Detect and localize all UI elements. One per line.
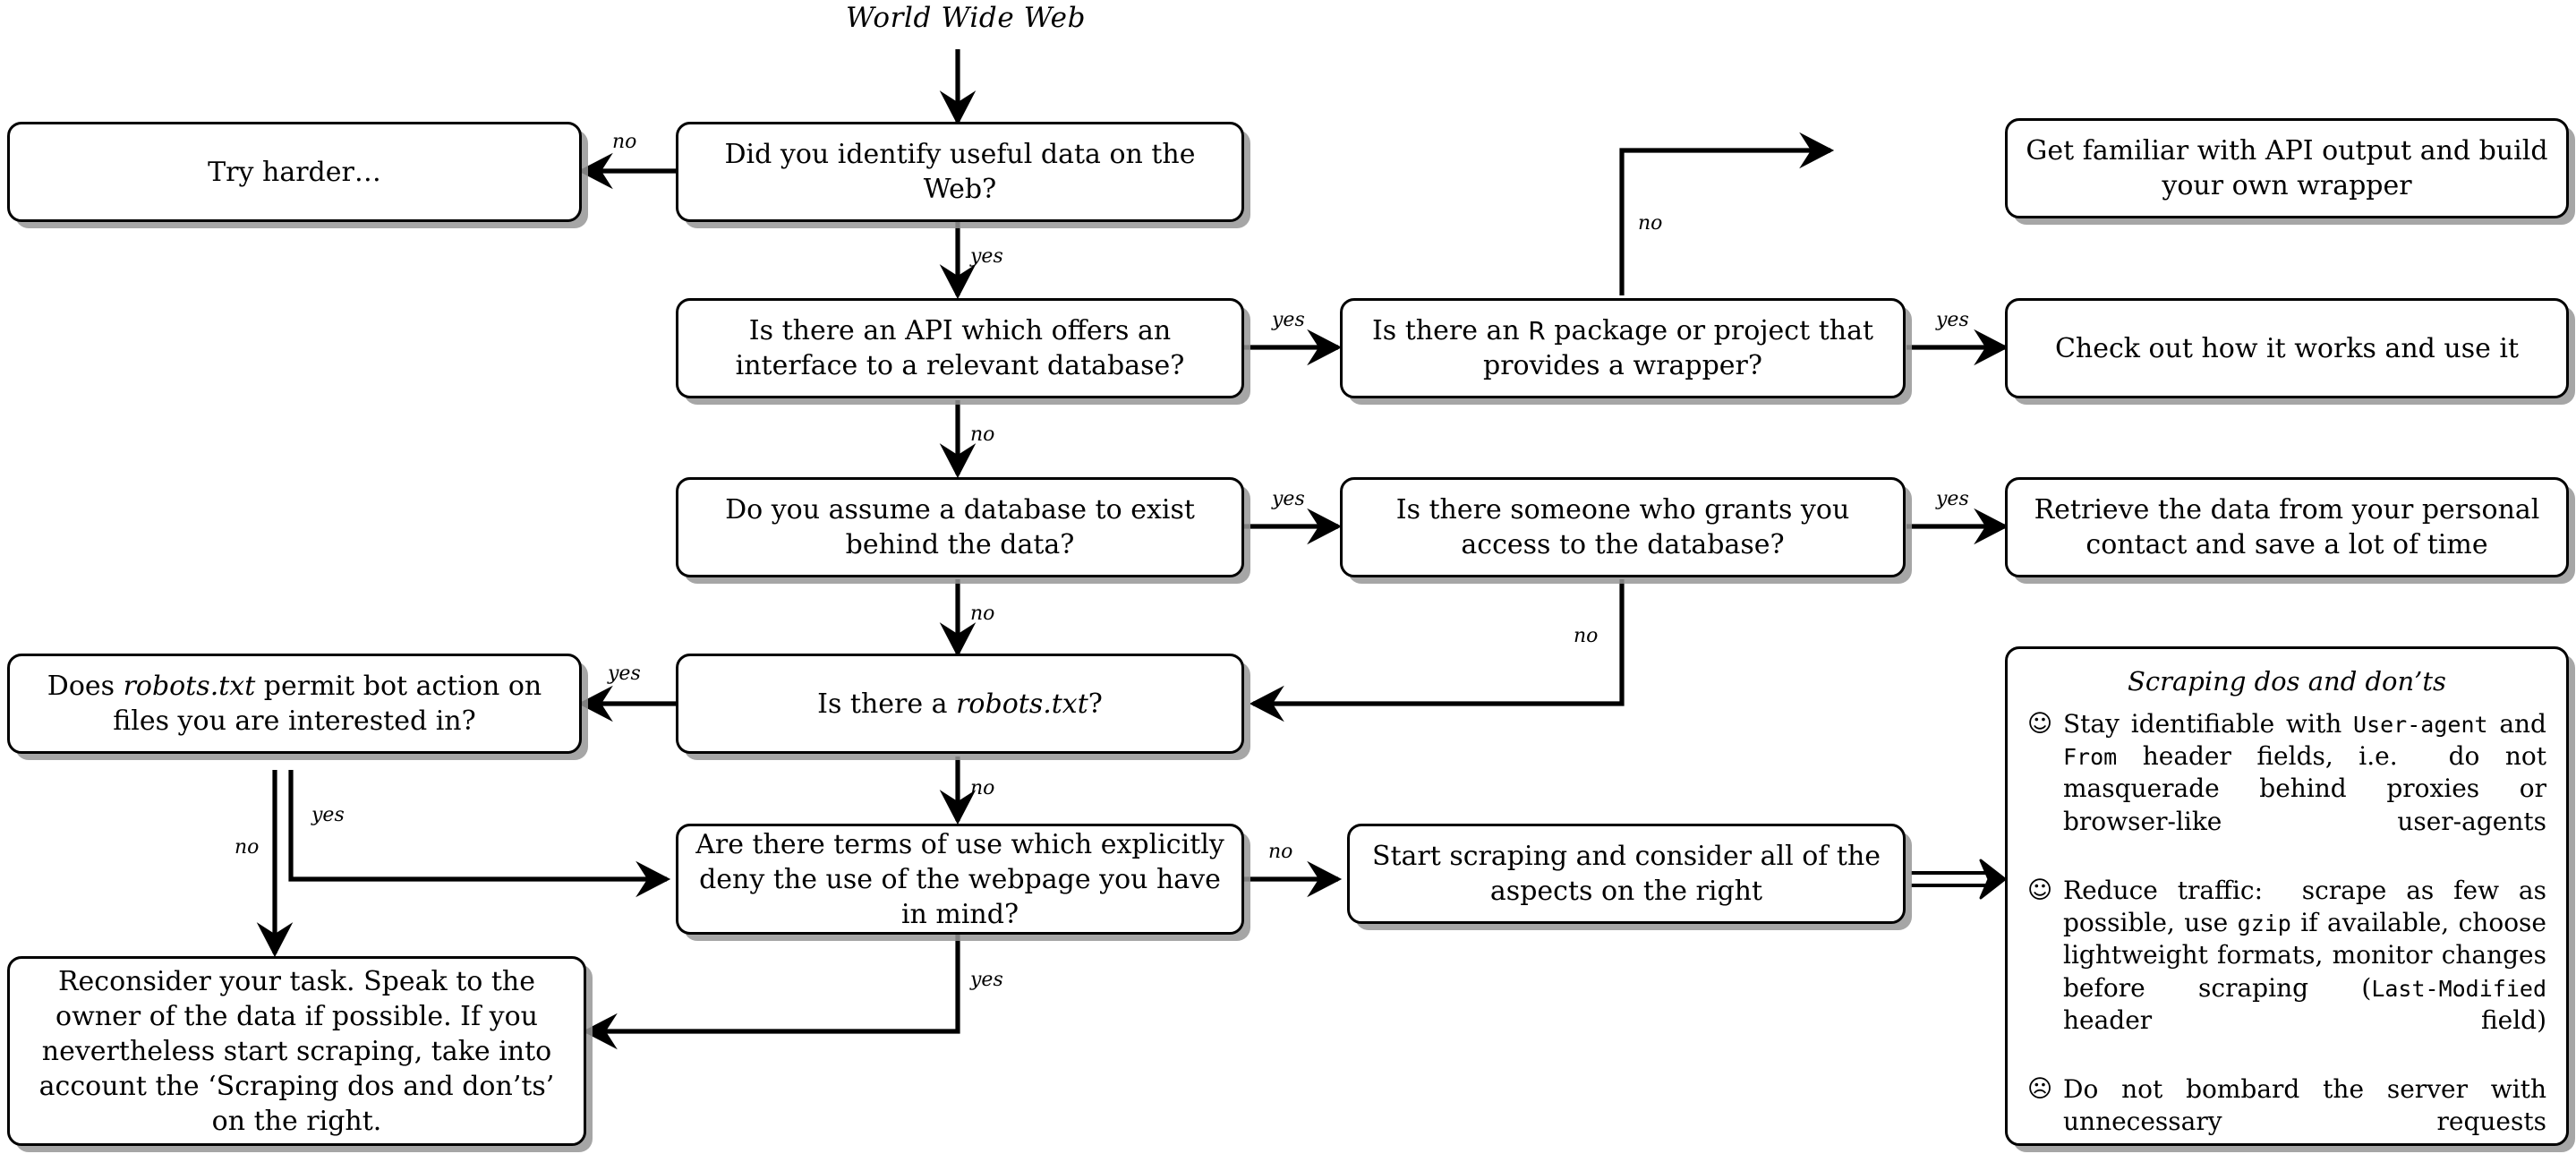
robots-txt-mark-2: robots.txt xyxy=(956,688,1088,720)
node-robots-exists[interactable]: Is there a robots.txt? xyxy=(676,654,1244,754)
edge-label-permit-yes: yes xyxy=(311,804,345,826)
edge-grants-no xyxy=(1249,579,1625,722)
last-modified-header-mark: Last-Modified xyxy=(2371,975,2546,1002)
edge-label-assume-yes: yes xyxy=(1272,488,1305,510)
edge-label-identify-no: no xyxy=(612,131,637,153)
node-someone-grants[interactable]: Is there someone who grants you access t… xyxy=(1340,477,1906,577)
panel-bullet-text: Stay identifiable with User-agent and Fr… xyxy=(2063,708,2546,836)
edge-label-terms-no: no xyxy=(1268,841,1293,863)
node-check-out-label: Check out how it works and use it xyxy=(2054,332,2520,364)
gzip-mark: gzip xyxy=(2237,910,2291,937)
node-retrieve-contact-label: Retrieve the data from your personal con… xyxy=(2034,494,2540,560)
panel-bullet-list: ☺ Stay identifiable with User-agent and … xyxy=(2027,708,2546,1171)
node-robots-permit[interactable]: Does robots.txt permit bot action on fil… xyxy=(7,654,582,754)
edge-label-identify-yes: yes xyxy=(970,245,1003,268)
node-identify-data[interactable]: Did you identify useful data on the Web? xyxy=(676,122,1244,222)
node-assume-db[interactable]: Do you assume a database to exist behind… xyxy=(676,477,1244,577)
diagram-title: World Wide Web xyxy=(846,2,1087,34)
edge-label-grants-yes: yes xyxy=(1936,488,1969,510)
node-api-offers-label: Is there an API which offers an interfac… xyxy=(735,315,1185,381)
panel-bullet-text: Reduce traffic: scrape as few as possibl… xyxy=(2063,875,2546,1036)
edge-label-grants-no: no xyxy=(1574,625,1599,647)
edge-label-terms-yes: yes xyxy=(970,969,1003,991)
panel-bullet-item: ☹ Do not bombard the server with unneces… xyxy=(2027,1073,2546,1171)
node-someone-grants-label: Is there someone who grants you access t… xyxy=(1395,494,1850,560)
node-assume-db-label: Do you assume a database to exist behind… xyxy=(725,494,1195,560)
robots-txt-mark: robots.txt xyxy=(123,671,256,702)
node-retrieve-contact[interactable]: Retrieve the data from your personal con… xyxy=(2005,477,2569,577)
node-api-wrapper[interactable]: Get familiar with API output and build y… xyxy=(2005,118,2569,218)
edge-label-robots-yes: yes xyxy=(608,662,641,685)
panel-bullet-item: ☺ Reduce traffic: scrape as few as possi… xyxy=(2027,875,2546,1070)
node-identify-data-label: Did you identify useful data on the Web? xyxy=(724,139,1196,205)
edge-permit-yes xyxy=(288,770,671,898)
frowning-face-icon: ☹ xyxy=(2027,1074,2053,1103)
scraping-dos-and-donts-panel: Scraping dos and don’ts ☺ Stay identifia… xyxy=(2005,646,2569,1146)
node-terms-of-use[interactable]: Are there terms of use which explicitly … xyxy=(676,824,1244,935)
from-header-mark: From xyxy=(2063,744,2118,771)
node-r-package[interactable]: Is there an R package or project that pr… xyxy=(1340,298,1906,398)
node-reconsider[interactable]: Reconsider your task. Speak to the owner… xyxy=(7,956,586,1146)
node-reconsider-label: Reconsider your task. Speak to the owner… xyxy=(38,965,555,1137)
node-try-harder-label: Try harder… xyxy=(208,156,381,188)
node-r-package-label: Is there an R package or project that pr… xyxy=(1371,315,1874,381)
edge-label-api-yes: yes xyxy=(1272,309,1305,331)
node-try-harder[interactable]: Try harder… xyxy=(7,122,582,222)
panel-bullet-item: ☺ Stay identifiable with User-agent and … xyxy=(2027,708,2546,871)
panel-title: Scraping dos and don’ts xyxy=(2128,666,2446,697)
edge-label-robots-no: no xyxy=(970,777,995,799)
node-api-wrapper-label: Get familiar with API output and build y… xyxy=(2026,135,2548,201)
edge-terms-yes xyxy=(582,935,960,1050)
smiling-face-icon: ☺ xyxy=(2027,876,2053,904)
edge-label-permit-no: no xyxy=(235,836,260,859)
user-agent-header-mark: User-agent xyxy=(2353,711,2488,738)
edge-label-rpkg-no: no xyxy=(1638,212,1663,235)
edge-label-assume-no: no xyxy=(970,603,995,625)
edge-label-api-no: no xyxy=(970,423,995,446)
node-terms-of-use-label: Are there terms of use which explicitly … xyxy=(695,828,1224,930)
node-check-out[interactable]: Check out how it works and use it xyxy=(2005,298,2569,398)
r-language-mark: R xyxy=(1528,316,1546,346)
panel-bullet-text: Do not bombard the server with unnecessa… xyxy=(2063,1073,2546,1137)
edge-label-rpkg-yes: yes xyxy=(1936,309,1969,331)
node-robots-exists-label: Is there a robots.txt? xyxy=(817,688,1103,720)
smiling-face-icon: ☺ xyxy=(2027,709,2053,738)
node-start-scraping-label: Start scraping and consider all of the a… xyxy=(1371,841,1881,907)
node-robots-permit-label: Does robots.txt permit bot action on fil… xyxy=(47,671,542,737)
node-api-offers[interactable]: Is there an API which offers an interfac… xyxy=(676,298,1244,398)
edge-scraping-to-panel xyxy=(1911,859,2007,900)
node-start-scraping[interactable]: Start scraping and consider all of the a… xyxy=(1347,824,1906,924)
